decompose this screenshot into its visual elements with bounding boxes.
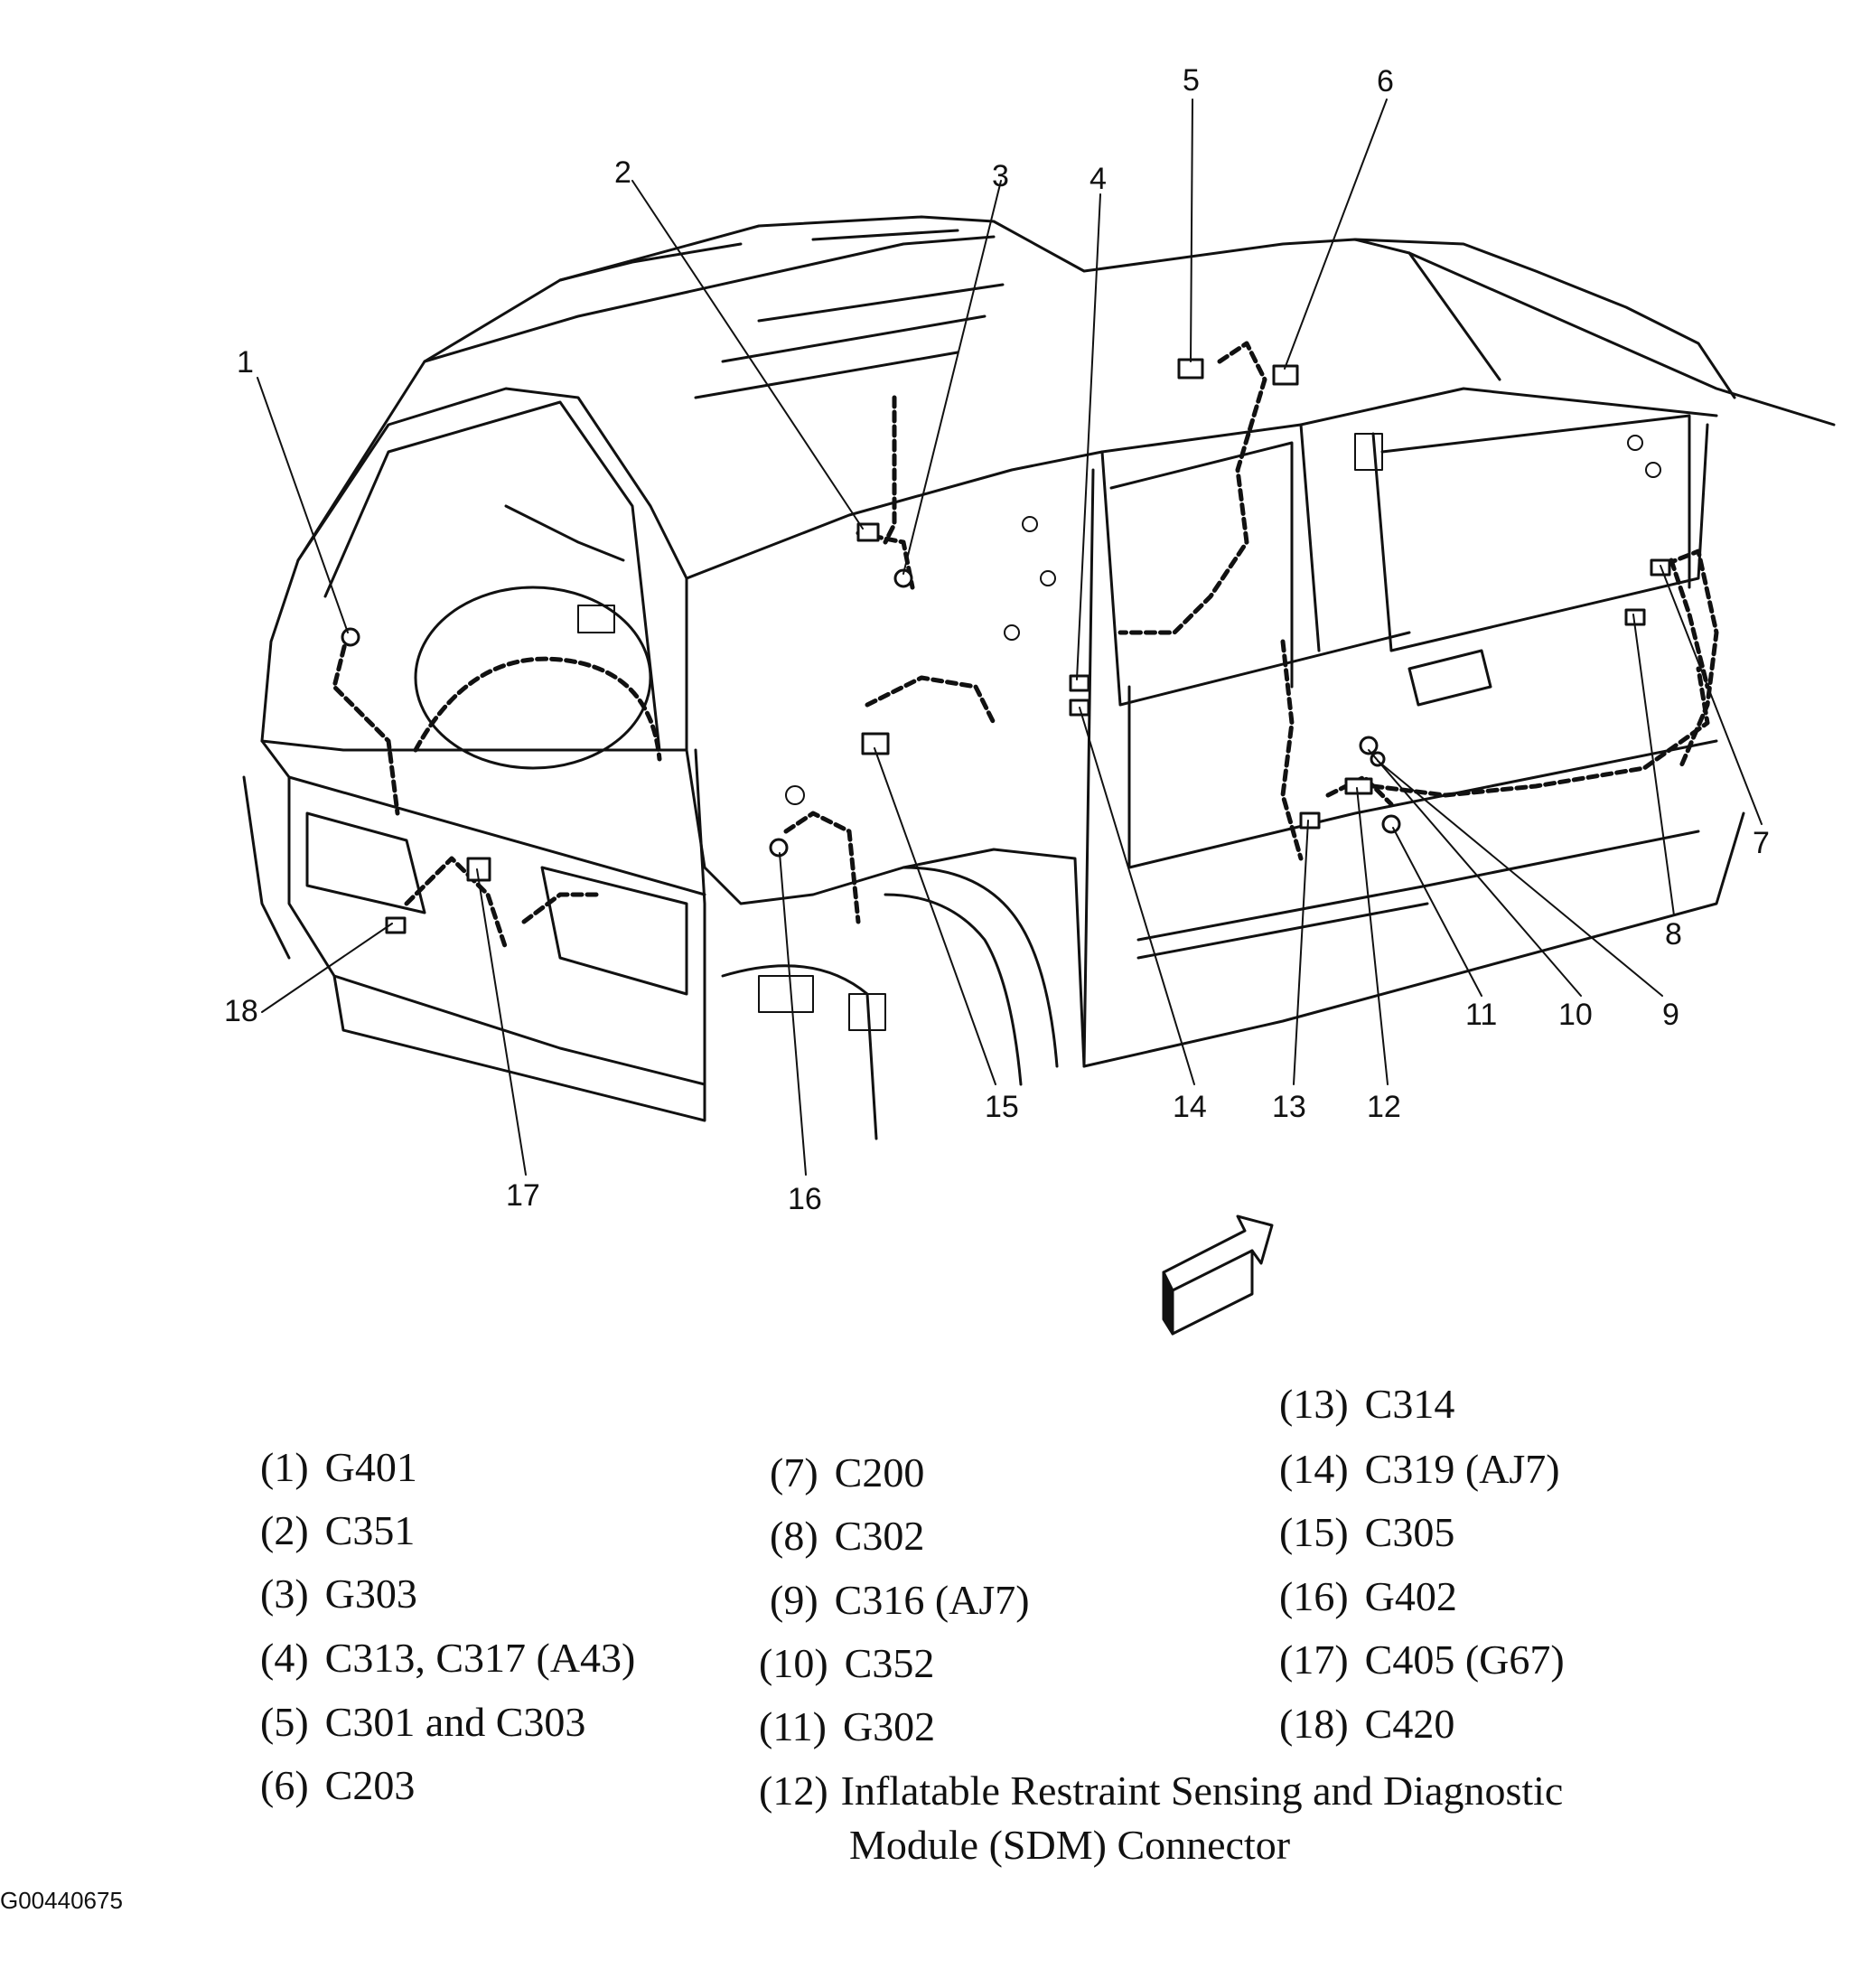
- legend-text: C405 (G67): [1364, 1636, 1565, 1683]
- legend-text: C352: [844, 1640, 935, 1686]
- legend-num: (4): [260, 1635, 309, 1681]
- callout-7: 7: [1753, 826, 1770, 860]
- legend-num: (14): [1279, 1446, 1349, 1492]
- ground-g402: [769, 838, 789, 858]
- connector-c314: [1299, 811, 1321, 830]
- wiring-harness: [332, 341, 1719, 952]
- legend-num: (15): [1279, 1509, 1349, 1555]
- legend-text: C305: [1364, 1509, 1455, 1555]
- legend-item-16: (16) G402: [1279, 1570, 1457, 1624]
- leader-lines: [257, 98, 1763, 1176]
- legend-text: C200: [834, 1449, 925, 1496]
- legend-text: C316 (AJ7): [834, 1577, 1030, 1623]
- legend-num: (3): [260, 1571, 309, 1617]
- callout-10: 10: [1558, 998, 1593, 1032]
- callout-2: 2: [614, 155, 631, 190]
- legend-item-5: (5) C301 and C303: [260, 1695, 585, 1749]
- callout-17: 17: [506, 1178, 540, 1213]
- legend-item-8: (8) C302: [770, 1509, 924, 1563]
- legend-line-2: Module (SDM) Connector: [759, 1818, 1563, 1872]
- connector-c420: [385, 916, 407, 934]
- callout-1: 1: [237, 345, 254, 380]
- callout-13: 13: [1272, 1090, 1306, 1124]
- callout-11: 11: [1465, 998, 1497, 1032]
- legend-num: (17): [1279, 1636, 1349, 1683]
- legend-text: C301 and C303: [324, 1699, 586, 1745]
- legend-item-2: (2) C351: [260, 1504, 415, 1558]
- callout-3: 3: [992, 159, 1009, 193]
- legend-item-9: (9) C316 (AJ7): [770, 1573, 1030, 1627]
- callout-4: 4: [1089, 162, 1107, 196]
- ground-g302: [1381, 814, 1401, 834]
- side-body: [685, 387, 1745, 1068]
- legend-num: (2): [260, 1507, 309, 1553]
- connector-sdm: [1344, 777, 1373, 795]
- legend-num: (8): [770, 1513, 818, 1559]
- vehicle-body-drawing: 1 2 3 4 5 6 7 8 9 10 11 12 13 14 15 16 1…: [224, 63, 1836, 1336]
- legend-item-15: (15) C305: [1279, 1505, 1454, 1560]
- legend-text: C319 (AJ7): [1364, 1446, 1560, 1492]
- legend-item-4: (4) C313, C317 (A43): [260, 1631, 635, 1685]
- legend-item-14: (14) C319 (AJ7): [1279, 1442, 1560, 1496]
- legend-item-13: (13) C314: [1279, 1377, 1454, 1431]
- rear-wheel-well: [721, 866, 1059, 1140]
- legend-text: G302: [842, 1703, 936, 1749]
- connector-c301-c303: [1177, 358, 1204, 380]
- callout-14: 14: [1173, 1090, 1207, 1124]
- legend-num: (18): [1279, 1701, 1349, 1747]
- callout-6: 6: [1377, 64, 1394, 98]
- callout-8: 8: [1665, 917, 1682, 952]
- legend-text: C420: [1364, 1701, 1455, 1747]
- legend-text: C203: [324, 1762, 416, 1808]
- callout-labels: 1 2 3 4 5 6 7 8 9 10 11 12 13 14 15 16 1…: [224, 63, 1770, 1216]
- legend-num: (13): [1279, 1381, 1349, 1427]
- callout-5: 5: [1183, 63, 1200, 98]
- interior-details: [577, 433, 1661, 1031]
- connector-c305: [861, 732, 890, 755]
- legend-item-18: (18) C420: [1279, 1697, 1454, 1751]
- legend-text-continued: Module (SDM) Connector: [849, 1822, 1291, 1868]
- legend-num: (1): [260, 1444, 309, 1490]
- callout-9: 9: [1662, 998, 1679, 1032]
- legend-item-7: (7) C200: [770, 1446, 924, 1500]
- legend-text: C351: [324, 1507, 416, 1553]
- legend-text: G303: [324, 1571, 417, 1617]
- legend-num: (6): [260, 1762, 309, 1808]
- liftgate-opening: [260, 387, 688, 770]
- callout-16: 16: [788, 1182, 822, 1216]
- legend-num: (11): [759, 1703, 827, 1749]
- legend-text: G401: [324, 1444, 417, 1490]
- connector-c352: [1359, 736, 1379, 755]
- view-direction-arrow-icon: [1162, 1214, 1274, 1336]
- callout-12: 12: [1367, 1090, 1401, 1124]
- roof-outline: [296, 215, 1836, 562]
- callout-18: 18: [224, 994, 258, 1028]
- legend-text: C302: [834, 1513, 925, 1559]
- legend-item-1: (1) G401: [260, 1440, 417, 1495]
- legend-item-11: (11) G302: [759, 1700, 935, 1754]
- legend-num: (16): [1279, 1573, 1349, 1619]
- legend-num: (10): [759, 1640, 828, 1686]
- legend-item-17: (17) C405 (G67): [1279, 1633, 1565, 1687]
- legend-text: C313, C317 (A43): [324, 1635, 636, 1681]
- legend-num: (5): [260, 1699, 309, 1745]
- legend-num: (7): [770, 1449, 818, 1496]
- legend-text: Inflatable Restraint Sensing and Diagnos…: [840, 1768, 1564, 1814]
- legend-num: (9): [770, 1577, 818, 1623]
- figure-id: G00440675: [0, 1887, 123, 1914]
- rear-panel: [242, 739, 706, 1122]
- callout-15: 15: [985, 1090, 1019, 1124]
- legend-item-12: (12) Inflatable Restraint Sensing and Dia…: [759, 1764, 1563, 1872]
- legend-text: G402: [1364, 1573, 1457, 1619]
- legend-num: (12): [759, 1768, 828, 1814]
- connectors: [341, 358, 1671, 934]
- legend-item-10: (10) C352: [759, 1636, 934, 1691]
- legend-line-1: (12) Inflatable Restraint Sensing and Dia…: [759, 1764, 1563, 1818]
- legend-item-6: (6) C203: [260, 1758, 415, 1813]
- legend-item-3: (3) G303: [260, 1567, 417, 1621]
- ground-g401: [341, 627, 360, 647]
- connector-c313-c317: [1069, 674, 1090, 692]
- legend-text: C314: [1364, 1381, 1455, 1427]
